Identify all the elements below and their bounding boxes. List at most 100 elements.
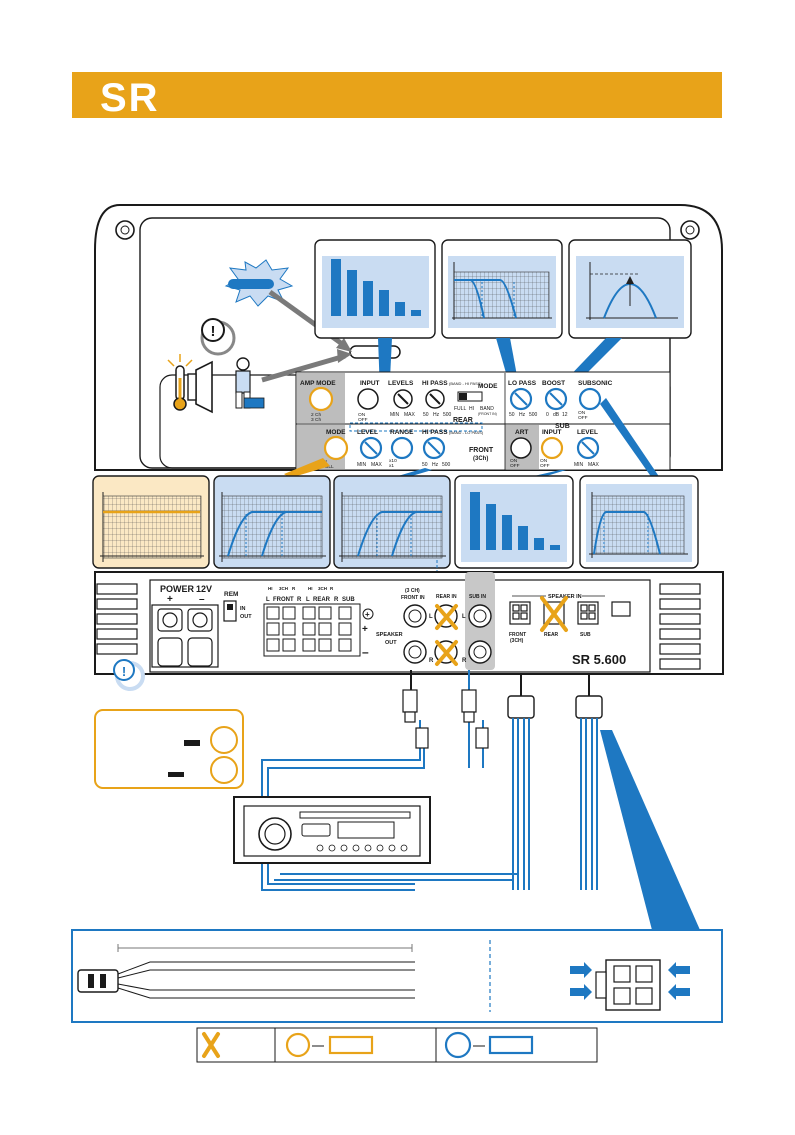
legend-orange-switch-icon [285, 1032, 311, 1058]
svg-text:12V: 12V [196, 584, 212, 594]
rear-mode-switch[interactable] [323, 435, 349, 461]
head-unit-icon [233, 796, 431, 864]
svg-text:R: R [292, 586, 296, 591]
speaker-icon [187, 360, 213, 414]
svg-text:MAX: MAX [404, 412, 416, 418]
svg-text:–: – [362, 645, 369, 659]
svg-text:L: L [462, 614, 466, 620]
graph-subsonic [579, 475, 699, 569]
speaker-terminals[interactable] [263, 603, 361, 657]
rem-label: REM [224, 591, 238, 598]
hi-pass-label: HI PASS [422, 380, 448, 387]
graph-hi-pass-x1 [213, 475, 331, 569]
svg-text:(BAND - HI PASS): (BAND - HI PASS) [449, 381, 482, 386]
svg-text:HI: HI [268, 586, 273, 591]
svg-text:x10: x10 [389, 458, 397, 464]
svg-text:MIN: MIN [574, 462, 584, 468]
svg-text:500: 500 [442, 462, 451, 468]
protect-led [349, 345, 401, 359]
screw-icon [680, 220, 700, 240]
svg-text:(3Ch): (3Ch) [473, 456, 488, 462]
svg-text:OFF: OFF [540, 463, 550, 469]
svg-text:x1: x1 [389, 463, 394, 469]
svg-text:L: L [429, 614, 433, 620]
svg-text:ON: ON [510, 458, 518, 464]
not-used-x-icon [540, 596, 568, 632]
svg-text:MIN: MIN [357, 462, 367, 468]
svg-text:OFF: OFF [510, 463, 520, 469]
technician-icon [235, 357, 265, 409]
amp-mode-switch[interactable] [308, 386, 334, 412]
rear-section-label: REAR [453, 417, 473, 424]
subsonic-switch[interactable] [578, 387, 602, 411]
graph-sub-level [454, 475, 574, 569]
svg-text:IN: IN [240, 606, 246, 612]
input-switch[interactable] [357, 388, 379, 410]
mode-slider[interactable] [457, 391, 483, 402]
svg-text:MIN: MIN [390, 412, 400, 418]
mode-label: MODE [478, 383, 498, 390]
svg-text:(3 CH): (3 CH) [405, 588, 420, 594]
svg-text:OFF: OFF [358, 417, 368, 423]
speaker-out-label: SPEAKER [376, 632, 403, 638]
svg-text:3 Ch: 3 Ch [311, 417, 321, 423]
subsonic-label: SUBSONIC [578, 380, 613, 387]
svg-text:0: 0 [546, 412, 549, 418]
power-terminals[interactable] [151, 604, 219, 668]
rear-out-label: REAR [313, 597, 331, 603]
header-title: SR [100, 76, 160, 120]
svg-text:3CH: 3CH [318, 586, 327, 591]
svg-text:ON: ON [578, 410, 586, 416]
sub-level-label: LEVEL [577, 429, 598, 436]
svg-text:(FRONT IN): (FRONT IN) [478, 412, 497, 416]
legend-blue-knob-icon [444, 1031, 472, 1059]
sub-section-label: SUB [555, 423, 570, 430]
svg-text:R: R [429, 658, 434, 664]
svg-text:MAX: MAX [371, 462, 383, 468]
front-out-label: FRONT [273, 597, 294, 603]
svg-text:!: ! [122, 664, 126, 679]
warning-icon: ! [113, 659, 145, 691]
lo-pass-label: LO PASS [508, 380, 537, 387]
svg-text:OFF: OFF [578, 415, 588, 421]
svg-text:R: R [462, 658, 467, 664]
svg-text:Hz: Hz [433, 412, 440, 418]
warning-icon: ! [200, 318, 236, 356]
sub-input-switch[interactable] [540, 436, 564, 460]
art-switch[interactable] [510, 437, 532, 459]
range-label: RANGE [390, 429, 414, 436]
svg-text:500: 500 [529, 412, 538, 418]
art-label: ART [515, 429, 528, 436]
svg-text:+: + [167, 594, 173, 605]
svg-text:12: 12 [562, 412, 568, 418]
svg-text:R: R [334, 597, 339, 603]
svg-text:500: 500 [443, 412, 452, 418]
svg-text:50: 50 [422, 462, 428, 468]
svg-text:R: R [297, 597, 302, 603]
output-connector[interactable] [611, 601, 631, 617]
model-label: SR 5.600 [572, 652, 626, 667]
front-section-label: FRONT [469, 447, 494, 454]
svg-text:L: L [266, 597, 270, 603]
svg-text:FRONT: FRONT [509, 632, 526, 638]
range-switch[interactable] [390, 436, 414, 460]
svg-text:+: + [362, 624, 368, 635]
rear-mode-label: MODE [326, 429, 346, 436]
svg-text:50: 50 [423, 412, 429, 418]
svg-text:ON: ON [540, 458, 548, 464]
svg-text:ON: ON [358, 412, 366, 418]
svg-text:SUB: SUB [580, 632, 591, 638]
rear-in-label: REAR IN [436, 594, 457, 600]
header-banner [72, 72, 722, 118]
svg-text:BAND: BAND [480, 406, 494, 412]
sub-in-label: SUB IN [469, 594, 486, 600]
control-panel [295, 371, 671, 471]
graph-levels [314, 239, 436, 339]
svg-text:R: R [330, 586, 334, 591]
thermometer-icon [167, 354, 193, 411]
pointer-blue [600, 730, 700, 930]
svg-text:HI: HI [469, 406, 474, 412]
power-label: POWER [160, 584, 195, 594]
screw-icon [115, 220, 135, 240]
